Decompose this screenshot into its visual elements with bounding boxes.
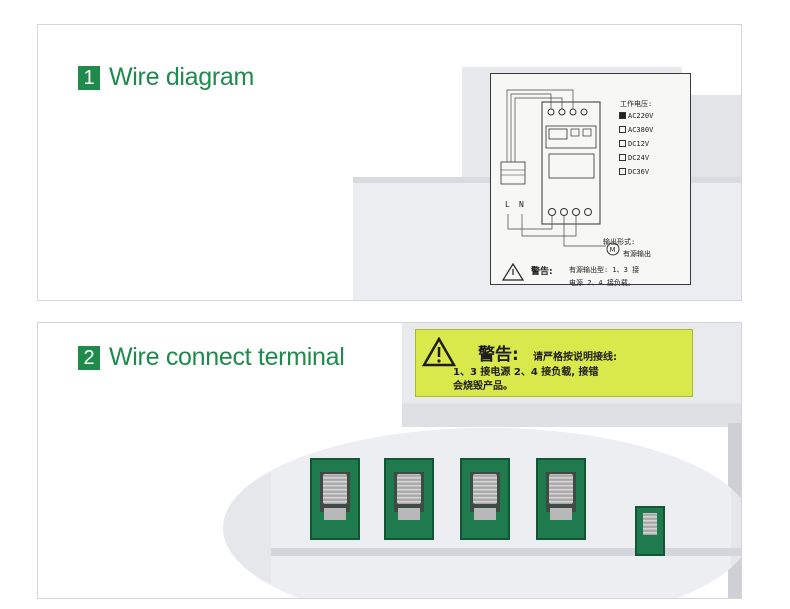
checkbox-icon — [619, 168, 626, 175]
voltage-option-label: DC36V — [628, 168, 650, 176]
wire-terminal — [460, 458, 510, 540]
terminal-clamp — [324, 508, 346, 520]
warning-sticker-line: 1、3 接电源 2、4 接负载, 接错 — [453, 367, 599, 378]
warning-label: 警告: — [531, 267, 553, 277]
screw-icon — [643, 513, 657, 535]
section-title: Wire connect terminal — [109, 343, 345, 371]
wire-terminal-panel: 2 Wire connect terminal 警告: 请严格按说明接线: 1、… — [37, 322, 742, 599]
screw-icon — [397, 474, 421, 504]
wire-terminal — [384, 458, 434, 540]
output-type-value: 有源输出 — [623, 250, 651, 258]
warning-text-line: 电源 2、4 接负载。 — [569, 279, 635, 287]
voltage-option: DC24V — [619, 154, 649, 162]
section-number-badge: 2 — [78, 345, 100, 370]
checkbox-icon — [619, 140, 626, 147]
screw-icon — [549, 474, 573, 504]
section-heading: 1 Wire diagram — [78, 63, 254, 92]
voltage-option: AC220V — [619, 112, 653, 120]
warning-sticker: 警告: 请严格按说明接线: 1、3 接电源 2、4 接负载, 接错 会烧毁产品。 — [415, 329, 693, 397]
device-housing-ledge — [402, 403, 741, 427]
voltage-option-label: AC380V — [628, 126, 654, 134]
live-terminal-label: L — [505, 200, 510, 209]
voltage-option: AC380V — [619, 126, 653, 134]
screw-icon — [473, 474, 497, 504]
wire-diagram-panel: 1 Wire diagram — [37, 24, 742, 301]
wiring-schematic: M — [500, 89, 620, 281]
output-type-heading: 输出形式: — [603, 238, 636, 246]
section-number-badge: 1 — [78, 65, 100, 90]
section-title: Wire diagram — [109, 63, 255, 91]
wire-terminal — [310, 458, 360, 540]
voltage-option-label: AC220V — [628, 112, 654, 120]
voltage-option-label: DC24V — [628, 154, 650, 162]
warning-sticker-line: 请严格按说明接线: — [533, 352, 617, 363]
voltage-option-label: DC12V — [628, 140, 650, 148]
warning-sticker-line: 会烧毁产品。 — [453, 381, 513, 392]
checkbox-icon — [619, 126, 626, 133]
screw-icon — [323, 474, 347, 504]
warning-text-line: 有源输出型: 1、3 接 — [569, 266, 640, 274]
terminal-clamp — [398, 508, 420, 520]
checkbox-icon — [619, 154, 626, 161]
checkbox-icon — [619, 112, 626, 119]
wiring-label: M 工作电压: AC220V AC380V DC12V DC24V DC36V … — [490, 73, 691, 287]
warning-triangle-icon — [422, 337, 456, 367]
wire-terminal — [536, 458, 586, 540]
section-heading: 2 Wire connect terminal — [78, 343, 345, 372]
voltage-option: DC36V — [619, 168, 649, 176]
terminal-clamp — [474, 508, 496, 520]
svg-text:M: M — [610, 246, 616, 254]
neutral-terminal-label: N — [519, 200, 524, 209]
voltage-heading: 工作电压: — [620, 100, 653, 108]
terminal-closeup — [223, 428, 741, 598]
terminal-clamp — [550, 508, 572, 520]
warning-sticker-title: 警告: — [478, 345, 519, 365]
terminal-base — [271, 548, 741, 556]
voltage-option: DC12V — [619, 140, 649, 148]
auxiliary-terminal — [635, 506, 665, 556]
